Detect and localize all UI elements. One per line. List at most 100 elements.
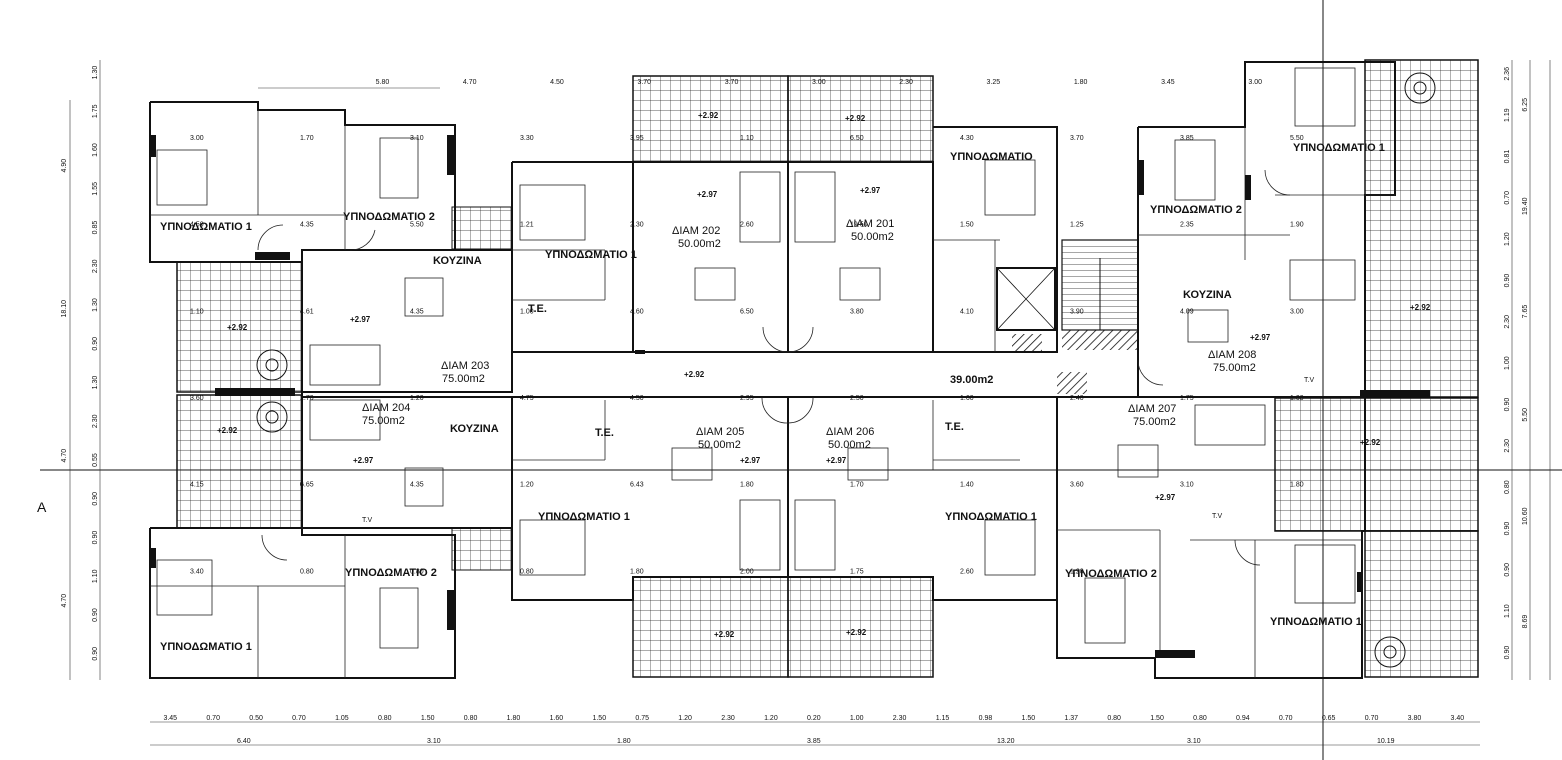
dimension-label: 1.50: [1150, 715, 1164, 722]
dimension-label: 1.05: [335, 715, 349, 722]
wc-label: T.E.: [595, 427, 614, 439]
dimension-label: 1.80: [740, 482, 754, 489]
level-mark: +2.97: [353, 456, 374, 465]
dimension-label: 3.80: [850, 308, 864, 315]
level-mark: +2.97: [697, 190, 718, 199]
right-dimension-column: 2.361.190.810.701.200.902.301.000.902.30…: [1504, 67, 1511, 659]
dimension-label: 2.30: [899, 79, 913, 86]
level-mark: +2.92: [684, 370, 705, 379]
dimension-label: 6.40: [237, 738, 251, 745]
dimension-label: 5.50: [410, 222, 424, 229]
dimension-label: 1.20: [1070, 568, 1084, 575]
dimension-label: 13.20: [997, 738, 1015, 745]
dimension-label: 0.80: [300, 568, 314, 575]
dimension-label: 6.50: [850, 135, 864, 142]
dimension-label: 2.30: [92, 414, 99, 428]
dimension-label: 19.40: [1522, 197, 1529, 215]
dimension-label: 3.85: [807, 738, 821, 745]
dimension-label: 0.85: [92, 221, 99, 235]
terrace-bottom-right: [787, 576, 934, 678]
dimension-label: 3.70: [637, 79, 651, 86]
core-hatch-3: [1057, 372, 1087, 394]
apartment-name: ΔΙΑΜ 208: [1208, 349, 1256, 361]
dimension-label: 1.75: [92, 104, 99, 118]
core-hatch-2: [1062, 330, 1138, 350]
kitchen-label: ΚΟΥΖΙΝΑ: [1183, 289, 1232, 301]
dimension-label: 3.00: [812, 79, 826, 86]
room-label: ΥΠΝΟΔΩΜΑΤΙΟ 1: [160, 641, 252, 653]
dimension-label: 4.75: [520, 395, 534, 402]
dimension-label: 0.90: [1504, 274, 1511, 288]
apartment-area: 75.00m2: [1213, 362, 1256, 374]
apartment-name: ΔΙΑΜ 207: [1128, 403, 1176, 415]
kitchen-label: ΚΟΥΖΙΝΑ: [433, 255, 482, 267]
dimension-label: 1.50: [421, 715, 435, 722]
exterior-walls: [149, 61, 1396, 679]
section-marker: A: [37, 499, 47, 515]
dimension-label: 0.80: [1107, 715, 1121, 722]
dimension-label: 4.90: [61, 159, 68, 173]
dimension-label: 3.10: [410, 135, 424, 142]
room-label: ΥΠΝΟΔΩΜΑΤΙΟ 1: [538, 511, 630, 523]
dimension-label: 1.70: [300, 135, 314, 142]
dimension-label: 6.25: [1522, 98, 1529, 112]
dimension-label: 1.80: [1074, 79, 1088, 86]
dimension-label: 2.95: [740, 395, 754, 402]
dimension-label: 3.25: [987, 79, 1001, 86]
dimension-label: 2.30: [92, 259, 99, 273]
dimension-label: 1.20: [410, 395, 424, 402]
dimension-label: 1.80: [630, 568, 644, 575]
dimension-label: 1.50: [960, 222, 974, 229]
dimension-label: 1.75: [1180, 395, 1194, 402]
terrace-east-upper: [1364, 59, 1479, 398]
dimension-label: 0.90: [1504, 646, 1511, 660]
tv-label: T.V: [362, 517, 372, 524]
dimension-label: 4.30: [960, 135, 974, 142]
dimension-label: 3.90: [1070, 308, 1084, 315]
room-label: ΥΠΝΟΔΩΜΑΤΙΟ 1: [1293, 142, 1385, 154]
dimension-label: 1.21: [520, 222, 534, 229]
dimension-label: 3.00: [190, 135, 204, 142]
kitchen-label: ΚΟΥΖΙΝΑ: [450, 423, 499, 435]
apartment-area: 75.00m2: [362, 415, 405, 427]
dimension-label: 0.80: [378, 715, 392, 722]
level-mark: +2.97: [1250, 333, 1271, 342]
door-swings: [257, 169, 1291, 566]
level-mark: +2.97: [826, 456, 847, 465]
dimension-label: 0.90: [92, 608, 99, 622]
dimension-label: 1.60: [550, 715, 564, 722]
dimension-label: 1.30: [92, 376, 99, 390]
dimension-label: 4.70: [61, 594, 68, 608]
dimension-label: 0.80: [410, 568, 424, 575]
dimension-label: 0.70: [292, 715, 306, 722]
dimension-label: 2.30: [1504, 439, 1511, 453]
dimension-label: 1.15: [936, 715, 950, 722]
level-mark: +2.92: [227, 323, 248, 332]
dimension-label: 1.20: [678, 715, 692, 722]
dimension-label: 2.30: [721, 715, 735, 722]
dimension-label: 3.45: [1161, 79, 1175, 86]
dimension-label: 2.00: [740, 568, 754, 575]
apartment-name: ΔΙΑΜ 201: [846, 218, 894, 230]
dimension-label: 2.60: [740, 222, 754, 229]
dimension-label: 1.50: [592, 715, 606, 722]
dimension-label: 1.19: [1504, 108, 1511, 122]
tv-label: T.V: [1212, 513, 1222, 520]
dimension-label: 1.75: [850, 568, 864, 575]
dimension-label: 8.69: [1522, 615, 1529, 629]
dimension-label: 3.60: [1070, 482, 1084, 489]
shaft-left-lower: [451, 527, 513, 571]
dimension-label: 0.90: [1504, 398, 1511, 412]
dimension-label: 1.00: [1290, 395, 1304, 402]
dimension-label: 3.85: [1180, 135, 1194, 142]
dimension-label: 1.80: [507, 715, 521, 722]
apartment-labels: ΔΙΑΜ 202 50.00m2 ΔΙΑΜ 201 50.00m2 ΔΙΑΜ 2…: [362, 218, 1256, 451]
dimension-label: 2.30: [630, 222, 644, 229]
dimension-label: 18.10: [61, 300, 68, 318]
terrace-top-left: [632, 75, 789, 163]
dimension-label: 2.60: [960, 568, 974, 575]
dimension-label: 0.75: [635, 715, 649, 722]
apartment-name: ΔΙΑΜ 204: [362, 402, 410, 414]
dimension-label: 3.10: [427, 738, 441, 745]
